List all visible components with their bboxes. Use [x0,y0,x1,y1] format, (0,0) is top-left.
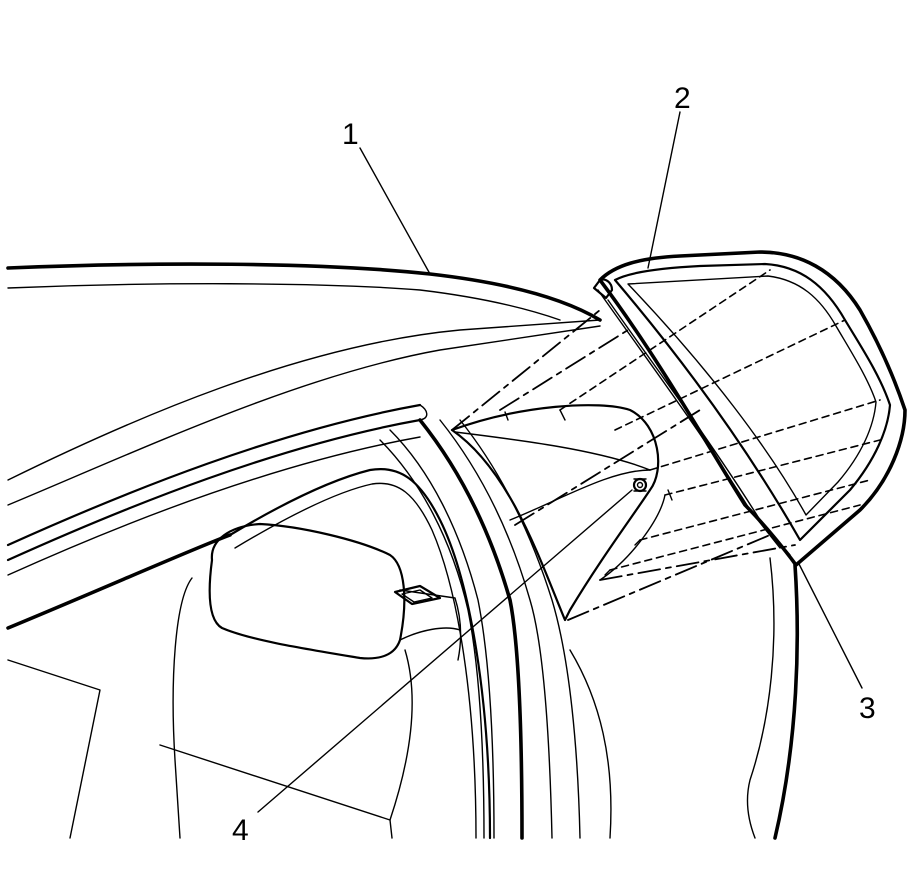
body-side-panel [746,557,800,840]
door-frame [228,418,612,840]
pillar-trim-panel [450,404,673,622]
callout-3: 3 [859,692,876,725]
roof-panel [6,262,602,506]
leader-line-1 [359,147,431,275]
callout-2: 2 [674,82,691,115]
leader-line-2 [647,111,681,269]
alignment-guide-lines [451,269,881,621]
callout-1: 1 [342,118,359,151]
leader-line-4 [257,489,633,813]
leader-line-3 [797,561,863,689]
quarter-window-glass [592,250,907,567]
retainer-nut [632,477,648,493]
roof-rail-molding [6,403,428,630]
leader-lines [257,111,863,813]
callout-4: 4 [232,814,249,847]
rear-seat-headrest [7,522,462,839]
